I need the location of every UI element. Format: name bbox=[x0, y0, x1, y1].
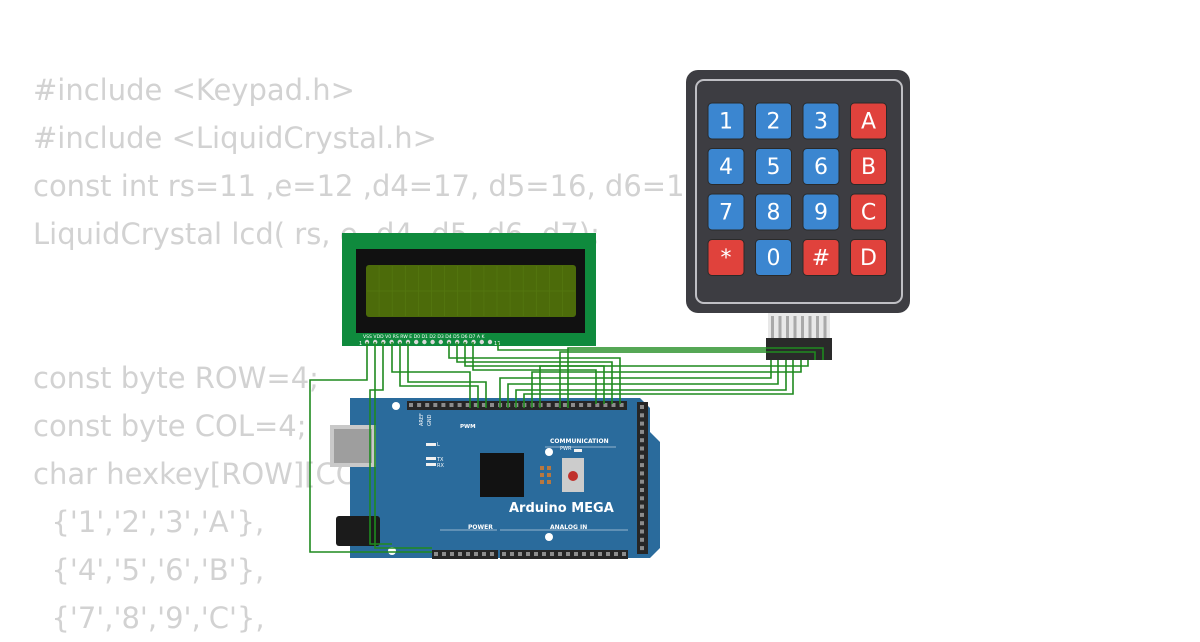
keypad-key[interactable]: A bbox=[850, 102, 887, 140]
wire bbox=[391, 342, 471, 408]
code-background: #include <Keypad.h> #include <LiquidCryst… bbox=[33, 66, 721, 642]
keypad-keys: 1 2 3 A 4 5 6 B 7 8 9 C * 0 # D bbox=[707, 102, 887, 276]
keypad-key-label: * bbox=[721, 246, 732, 271]
wire bbox=[567, 347, 824, 408]
keypad-key-label: 5 bbox=[767, 155, 781, 180]
wire bbox=[369, 342, 392, 545]
wire bbox=[309, 342, 432, 553]
keypad-key-label: # bbox=[812, 246, 830, 271]
keypad-key[interactable]: C bbox=[850, 193, 887, 231]
tx-label: TX bbox=[436, 457, 444, 463]
code-line: #include <LiquidCrystal.h> bbox=[33, 121, 437, 155]
wire bbox=[497, 342, 766, 351]
analog-in-label: ANALOG IN bbox=[550, 524, 587, 531]
pwm-label: PWM bbox=[460, 424, 476, 430]
keypad-key[interactable]: 4 bbox=[707, 148, 745, 185]
wire bbox=[399, 342, 479, 408]
keypad-key-label: 6 bbox=[814, 155, 828, 180]
wire bbox=[523, 360, 794, 408]
code-line: char hexkey[ROW][COL bbox=[33, 457, 375, 491]
keypad-key-label: 7 bbox=[719, 201, 733, 226]
power-label: POWER bbox=[468, 524, 493, 531]
rx-label: RX bbox=[437, 463, 444, 469]
keypad-key[interactable]: 9 bbox=[802, 193, 840, 231]
keypad-key[interactable]: * bbox=[707, 239, 745, 276]
communication-label: COMMUNICATION bbox=[550, 438, 609, 445]
keypad-key[interactable]: D bbox=[850, 239, 887, 276]
board-name: Arduino MEGA bbox=[509, 501, 614, 516]
keypad-key-label: D bbox=[860, 246, 877, 271]
keypad-key-label: 4 bbox=[719, 155, 733, 180]
wire bbox=[499, 360, 772, 408]
wire bbox=[464, 342, 605, 404]
lcd-pin-labels: VSS VDD V0 RS RW E D0 D1 D2 D3 D4 D5 D6 … bbox=[363, 334, 486, 340]
lcd-pin-first: 1 bbox=[359, 341, 362, 347]
keypad-key-label: 2 bbox=[767, 110, 781, 135]
wires bbox=[309, 342, 824, 553]
lcd-pin-last: 16 bbox=[494, 341, 500, 347]
keypad-key[interactable]: 7 bbox=[707, 193, 745, 231]
aref-label: AREF bbox=[419, 413, 425, 426]
wire bbox=[559, 351, 816, 408]
keypad-connector bbox=[766, 313, 832, 360]
wire bbox=[448, 342, 621, 404]
wire bbox=[407, 342, 487, 408]
keypad-key[interactable]: 6 bbox=[802, 148, 840, 185]
keypad-key-label: B bbox=[861, 155, 876, 180]
icsp-header bbox=[540, 466, 551, 484]
arduino-mega-board: Arduino MEGA PWM COMMUNICATION POWER ANA… bbox=[330, 398, 660, 559]
keypad-key-label: 8 bbox=[767, 201, 781, 226]
keypad-key-label: 9 bbox=[814, 201, 828, 226]
code-line: {'4','5','6','B'}, bbox=[33, 553, 265, 587]
gnd-label: GND bbox=[427, 414, 433, 426]
wire bbox=[515, 360, 787, 408]
keypad-key[interactable]: 1 bbox=[707, 102, 745, 140]
keypad-key[interactable]: 3 bbox=[802, 102, 840, 140]
keypad-key[interactable]: 8 bbox=[755, 193, 792, 231]
keypad-key-label: C bbox=[861, 201, 876, 226]
keypad-key[interactable]: 0 bbox=[755, 239, 792, 276]
code-line: const byte ROW=4; bbox=[33, 361, 319, 395]
keypad-key[interactable]: 5 bbox=[755, 148, 792, 185]
wire bbox=[456, 342, 613, 404]
wire bbox=[374, 342, 432, 549]
lcd-display: VSS VDD V0 RS RW E D0 D1 D2 D3 D4 D5 D6 … bbox=[342, 233, 596, 347]
code-line: const int rs=11 ,e=12 ,d4=17, d5=16, d6=… bbox=[33, 169, 722, 203]
wire bbox=[539, 360, 809, 408]
keypad-key-label: A bbox=[861, 110, 876, 135]
keypad-key[interactable]: 2 bbox=[755, 102, 792, 140]
keypad-key-label: 1 bbox=[719, 110, 733, 135]
keypad-key-label: 0 bbox=[767, 246, 781, 271]
code-line: const byte COL=4; bbox=[33, 409, 307, 443]
wire bbox=[472, 342, 597, 404]
code-line: {'1','2','3','A'}, bbox=[33, 505, 265, 539]
keypad-key[interactable]: # bbox=[802, 239, 840, 276]
code-line: #include <Keypad.h> bbox=[33, 73, 355, 107]
code-line: {'7','8','9','C'}, bbox=[33, 601, 265, 635]
led-l-label: L bbox=[437, 442, 440, 448]
keypad-key-label: 3 bbox=[814, 110, 828, 135]
keypad: 1 2 3 A 4 5 6 B 7 8 9 C * 0 # D bbox=[686, 70, 910, 360]
keypad-key[interactable]: B bbox=[850, 148, 887, 185]
pwr-label: PWR bbox=[560, 446, 572, 452]
